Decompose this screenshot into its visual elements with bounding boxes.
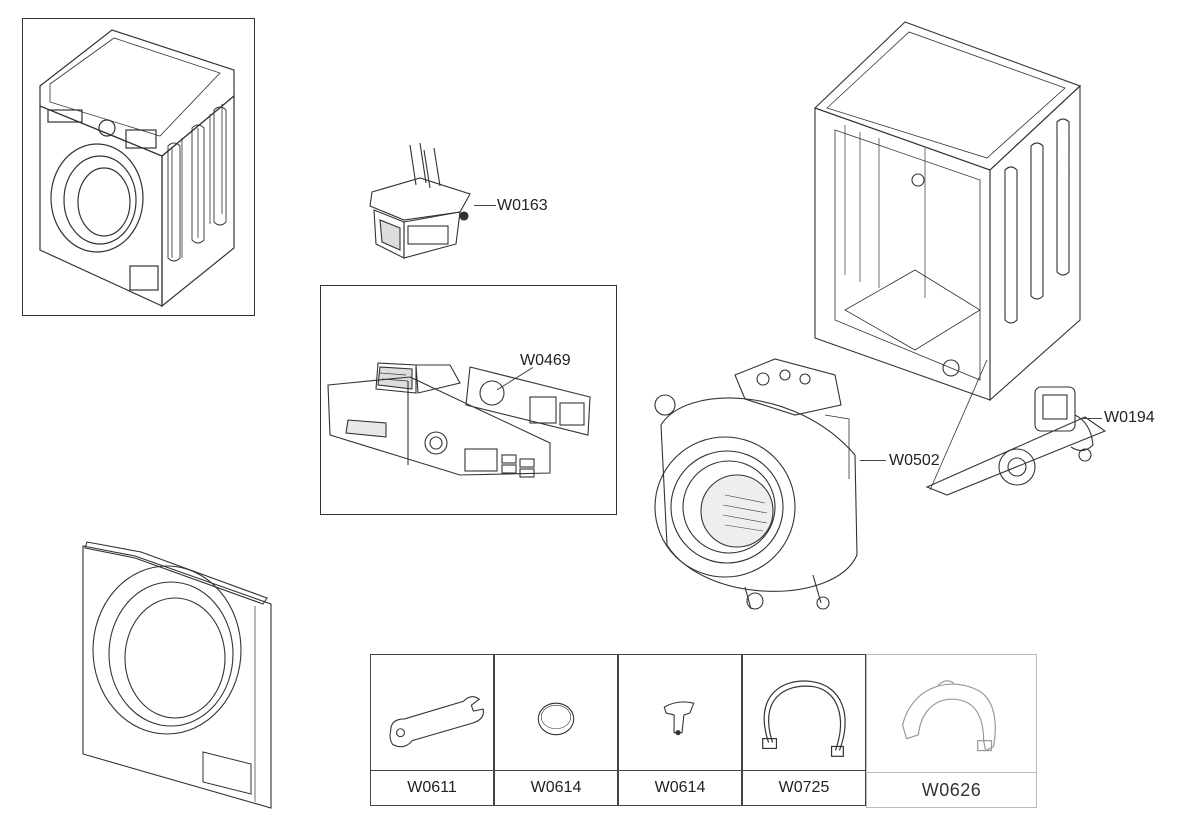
label-w0194: W0194	[1104, 409, 1155, 426]
front-panel-image	[82, 541, 272, 809]
accessory-code: W0611	[371, 770, 493, 805]
control-panel-image	[327, 362, 591, 478]
hose-icon	[762, 680, 846, 757]
accessory-cell[interactable]: W0725	[742, 654, 866, 806]
bracket-icon	[663, 701, 695, 736]
accessory-code: W0626	[867, 772, 1036, 807]
accessories-table: W0611 W0614 W0614 W0725	[370, 654, 866, 806]
leader-w0163	[474, 205, 496, 206]
hanger-icon	[901, 680, 996, 752]
dispenser-housing-image	[369, 142, 471, 259]
washer-overview-image	[39, 29, 235, 308]
accessory-cell[interactable]: W0611	[370, 654, 494, 806]
overview-frame	[22, 18, 255, 316]
leader-w0502	[860, 460, 886, 461]
accessory-cell-highlighted[interactable]: W0626	[866, 654, 1037, 808]
accessory-code: W0614	[619, 770, 741, 805]
label-w0502: W0502	[889, 452, 940, 469]
tub-assembly-image	[654, 358, 858, 610]
leader-w0194	[1080, 418, 1102, 419]
accessory-code: W0725	[743, 770, 865, 805]
label-w0469: W0469	[520, 352, 571, 369]
control-panel-frame	[320, 285, 617, 515]
accessory-cell[interactable]: W0614	[618, 654, 742, 806]
accessory-code: W0614	[495, 770, 617, 805]
label-w0163: W0163	[497, 197, 548, 214]
accessory-cell[interactable]: W0614	[494, 654, 618, 806]
cap-icon	[537, 702, 575, 736]
cabinet-image	[813, 21, 1082, 402]
drain-pump-image	[925, 359, 1107, 496]
spanner-icon	[389, 696, 484, 748]
